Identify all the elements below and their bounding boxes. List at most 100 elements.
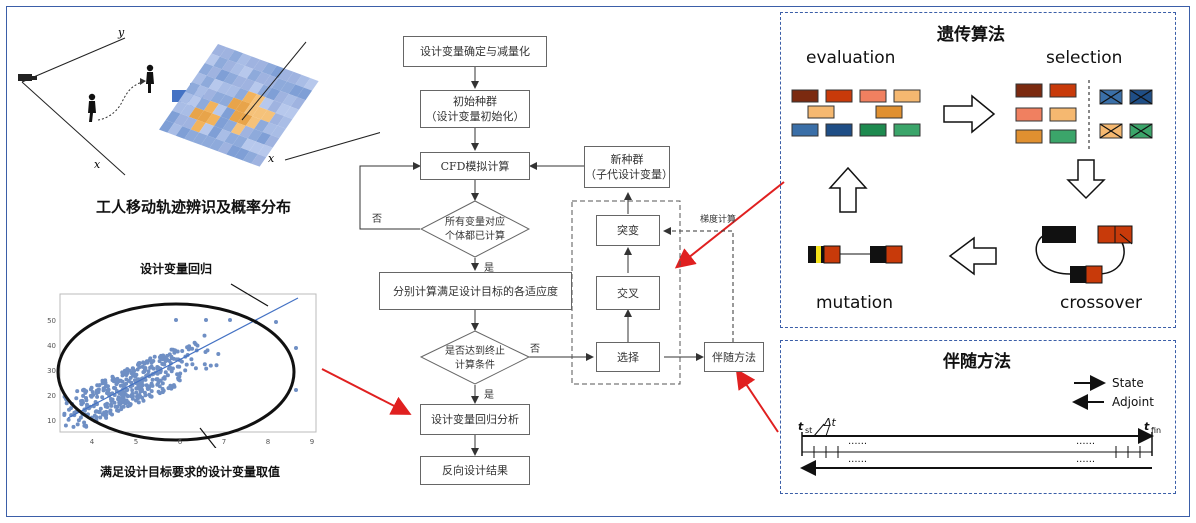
- scatter-point: [274, 320, 278, 324]
- scatter-point: [137, 361, 142, 365]
- heatmap-cell: [255, 72, 271, 85]
- heatmap-cell: [213, 56, 229, 70]
- heatmap-cell: [212, 103, 228, 117]
- heatmap-cell: [282, 93, 298, 107]
- x-tick-label: 7: [222, 438, 226, 446]
- scatter-point: [208, 363, 213, 368]
- flow-step-initial-population: 初始种群 （设计变量初始化）: [420, 90, 530, 128]
- heatmap-cell: [180, 104, 196, 117]
- scatter-point: [144, 359, 149, 364]
- heatmap-cell: [254, 119, 270, 132]
- scatter-point: [178, 371, 183, 376]
- scatter-point: [175, 349, 180, 354]
- scatter-point: [109, 397, 113, 401]
- scatter-point: [174, 318, 178, 322]
- heatmap-cell: [284, 106, 299, 120]
- scatter-point: [81, 387, 86, 392]
- scatter-point: [95, 394, 100, 399]
- scatter-point: [129, 393, 134, 398]
- scatter-point: [157, 391, 162, 396]
- heatmap-cell: [205, 113, 221, 127]
- heatmap-cell: [191, 72, 207, 86]
- scatter-point: [110, 412, 114, 417]
- flow-step-crossover: 交叉: [596, 276, 660, 310]
- probability-heatmap: [159, 44, 319, 167]
- scatter-point: [176, 377, 181, 382]
- scatter-point: [91, 393, 96, 397]
- heatmap-cell: [271, 78, 287, 91]
- heatmap-cell: [245, 116, 261, 129]
- scatter-point: [75, 389, 80, 394]
- scatter-point: [128, 402, 133, 407]
- regression-line: [67, 297, 299, 419]
- heatmap-cell: [207, 126, 223, 139]
- ga-diagram: [791, 80, 1153, 284]
- scatter-point: [168, 383, 173, 388]
- scatter-point: [158, 370, 163, 375]
- scatter-point: [155, 377, 160, 382]
- heatmap-cell: [198, 63, 214, 76]
- scatter-point: [202, 333, 207, 338]
- heatmap-cell: [275, 103, 291, 117]
- scatter-point: [112, 400, 117, 405]
- heatmap-cell: [240, 78, 256, 92]
- scatter-point: [113, 386, 118, 391]
- scatter-point: [155, 382, 160, 387]
- heatmap-cell: [165, 110, 181, 124]
- scatter-point: [149, 394, 154, 399]
- scatter-point: [100, 395, 105, 400]
- hollow-arrow-down-icon: [1066, 159, 1106, 200]
- scatter-point: [137, 365, 142, 370]
- heatmap-cell: [230, 62, 245, 76]
- decision1-line2: 个体都已计算: [445, 229, 505, 242]
- legend-state: State: [1112, 376, 1144, 390]
- scatter-point: [120, 373, 125, 378]
- scatter-point: [162, 375, 167, 380]
- scatter-point: [109, 403, 114, 408]
- new-population-subtitle: （子代设计变量）: [585, 168, 673, 181]
- scatter-point: [190, 362, 195, 367]
- scatter-point: [142, 367, 147, 372]
- y-tick-label: 50: [47, 317, 56, 325]
- scatter-point: [83, 390, 88, 395]
- scatter-point: [294, 388, 298, 392]
- heatmap-cell: [188, 107, 204, 120]
- scatter-point: [134, 390, 139, 395]
- flow-step-fitness: 分别计算满足设计目标的各适应度: [379, 272, 572, 310]
- scatter-point: [105, 388, 110, 393]
- t-start: t: [798, 420, 804, 433]
- scatter-point: [140, 364, 145, 369]
- y-tick-label: 10: [47, 417, 56, 425]
- heatmap-cell: [225, 84, 241, 98]
- scatter-point: [130, 388, 135, 393]
- scatter-point: [94, 415, 99, 420]
- adjoint-panel-title: 伴随方法: [943, 352, 1011, 372]
- heatmap-cell: [231, 75, 247, 88]
- scatter-point: [204, 318, 208, 322]
- heatmap-cell: [173, 113, 189, 127]
- scatter-point: [98, 415, 103, 420]
- heatmap-cell: [260, 109, 276, 123]
- heatmap-cell: [224, 132, 240, 145]
- scatter-point: [88, 387, 93, 392]
- scatter-point: [120, 370, 125, 375]
- scatter-point: [228, 318, 232, 322]
- heatmap-cell: [242, 91, 258, 104]
- adjoint-timeline: State Adjoint ...... ...... ...... .....…: [798, 375, 1161, 476]
- scatter-point: [120, 390, 125, 395]
- scatter-point: [79, 399, 83, 404]
- decision1-no: 否: [372, 214, 382, 225]
- scatter-point: [116, 408, 121, 413]
- x-tick-label: 5: [134, 438, 138, 446]
- heatmap-cell: [241, 138, 256, 151]
- scatter-point: [124, 398, 129, 403]
- scatter-point: [75, 422, 80, 427]
- heatmap-cell: [277, 116, 293, 129]
- scatter-point: [189, 357, 194, 362]
- scatter-point: [119, 405, 124, 410]
- heatmap-cell: [262, 122, 278, 136]
- scatter-point: [149, 389, 154, 394]
- heatmap-cell: [208, 78, 224, 92]
- heatmap-cell: [200, 75, 216, 89]
- scatter-point: [81, 393, 86, 398]
